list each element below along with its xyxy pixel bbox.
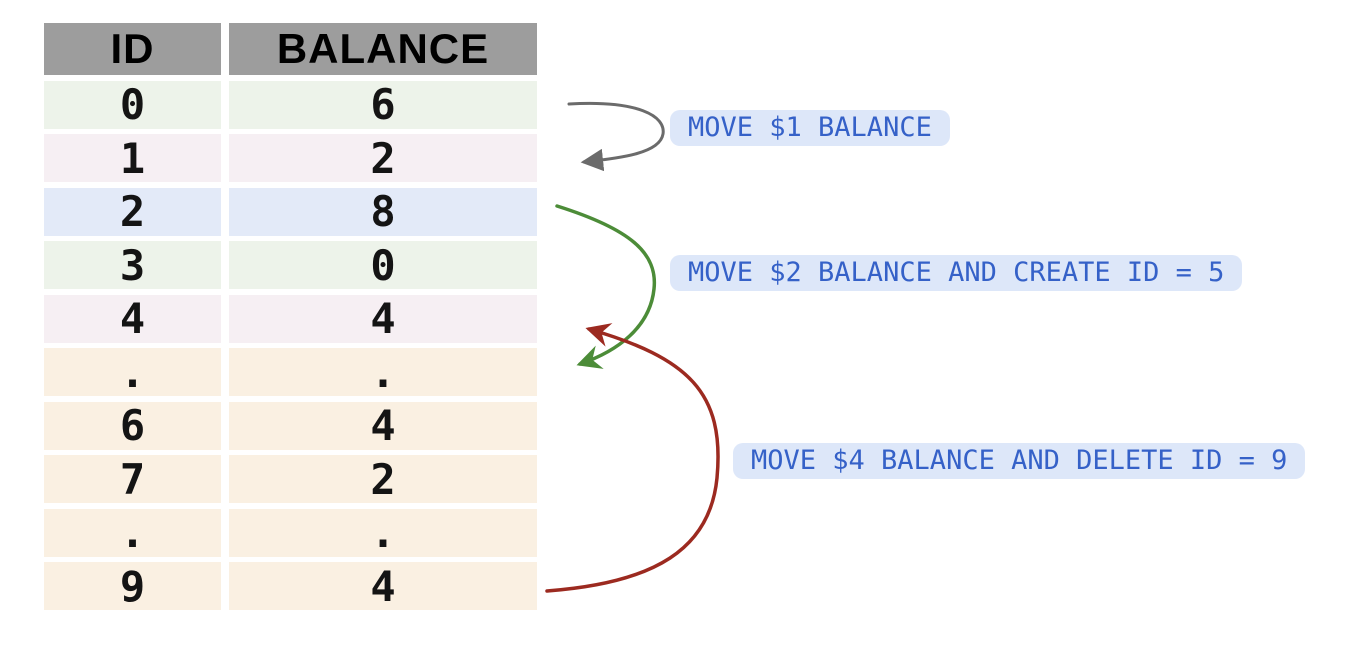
table-cell-id: 9 bbox=[44, 562, 221, 611]
table-cell-balance: 2 bbox=[229, 134, 537, 183]
table-cell-balance: 4 bbox=[229, 294, 537, 343]
column-header-balance: BALANCE bbox=[229, 23, 537, 75]
table-cell-balance: 4 bbox=[229, 401, 537, 450]
annotation-label-move-2-create: MOVE $2 BALANCE AND CREATE ID = 5 bbox=[670, 255, 1243, 291]
table-cell-balance: . bbox=[229, 508, 537, 557]
table-cell-balance: . bbox=[229, 348, 537, 397]
table-cell-balance: 4 bbox=[229, 562, 537, 611]
table-cell-balance: 0 bbox=[229, 241, 537, 290]
annotation-label-move-1: MOVE $1 BALANCE bbox=[670, 110, 950, 146]
table-cell-id: 4 bbox=[44, 294, 221, 343]
table-cell-id: 1 bbox=[44, 134, 221, 183]
move-2-create-arrow bbox=[555, 204, 657, 369]
move-4-delete-arrow bbox=[545, 323, 720, 593]
table-cell-id: . bbox=[44, 348, 221, 397]
table-cell-balance: 8 bbox=[229, 187, 537, 236]
table-cell-id: 7 bbox=[44, 455, 221, 504]
table-cell-id: 2 bbox=[44, 187, 221, 236]
move-1-arrow bbox=[567, 101, 665, 172]
table-cell-id: 6 bbox=[44, 401, 221, 450]
table-cell-id: 3 bbox=[44, 241, 221, 290]
column-header-id: ID bbox=[44, 23, 221, 75]
table-cell-balance: 6 bbox=[229, 80, 537, 129]
table-cell-id: 0 bbox=[44, 80, 221, 129]
balance-table: ID BALANCE 0 6 1 2 2 8 3 0 4 4 . . 6 4 7… bbox=[44, 23, 537, 611]
table-cell-id: . bbox=[44, 508, 221, 557]
table-cell-balance: 2 bbox=[229, 455, 537, 504]
annotation-label-move-4-delete: MOVE $4 BALANCE AND DELETE ID = 9 bbox=[733, 443, 1306, 479]
